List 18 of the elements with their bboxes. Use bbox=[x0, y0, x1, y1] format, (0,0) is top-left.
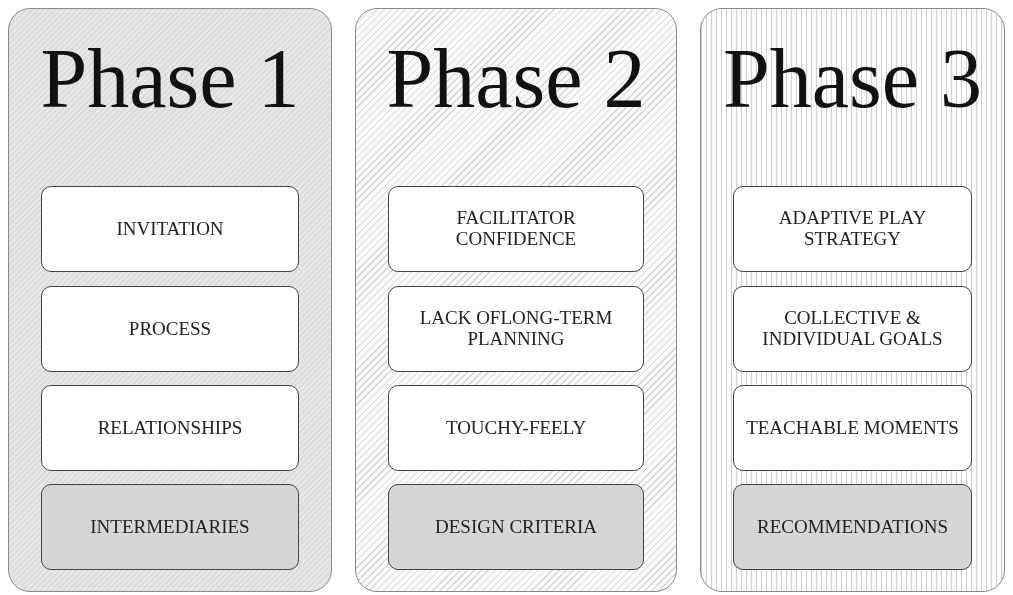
topic-box: INVITATION bbox=[41, 186, 299, 272]
topic-box: FACILITATOR CONFIDENCE bbox=[388, 186, 644, 272]
topic-box: RELATIONSHIPS bbox=[41, 385, 299, 471]
topic-box: PROCESS bbox=[41, 286, 299, 372]
topic-box: TEACHABLE MOMENTS bbox=[733, 385, 972, 471]
topic-box: TOUCHY-FEELY bbox=[388, 385, 644, 471]
topic-box: ADAPTIVE PLAY STRATEGY bbox=[733, 186, 972, 272]
phase-panel bbox=[355, 8, 677, 592]
topic-box: COLLECTIVE & INDIVIDUAL GOALS bbox=[733, 286, 972, 372]
phase-heading: Phase 3 bbox=[723, 37, 982, 121]
summary-box: RECOMMENDATIONS bbox=[733, 484, 972, 570]
phase-panel bbox=[700, 8, 1005, 592]
phase-heading: Phase 1 bbox=[40, 37, 300, 121]
phase-panel bbox=[8, 8, 332, 592]
phase-heading: Phase 2 bbox=[386, 37, 646, 121]
topic-box: LACK OFLONG-TERM PLANNING bbox=[388, 286, 644, 372]
summary-box: INTERMEDIARIES bbox=[41, 484, 299, 570]
summary-box: DESIGN CRITERIA bbox=[388, 484, 644, 570]
